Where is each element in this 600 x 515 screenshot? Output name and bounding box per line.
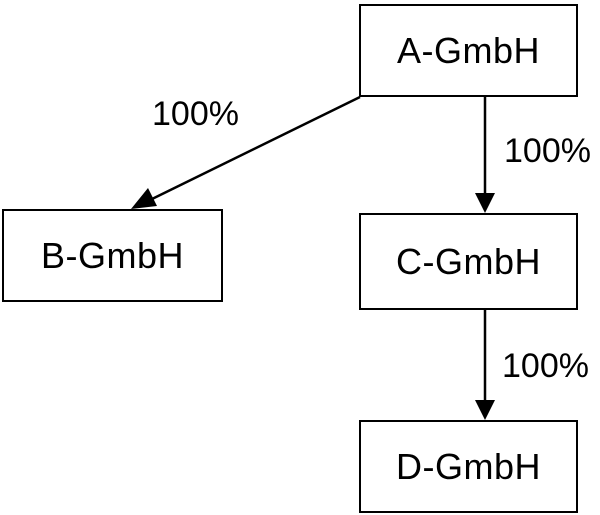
- node-d-label: D-GmbH: [396, 445, 541, 487]
- edge-a-to-b: [149, 95, 361, 202]
- node-a-label: A-GmbH: [396, 29, 540, 71]
- node-c-label: C-GmbH: [396, 240, 541, 282]
- arrowhead-a-to-b: [131, 188, 157, 209]
- node-a-gmbh: A-GmbH: [359, 4, 578, 97]
- node-b-label: B-GmbH: [40, 234, 184, 276]
- edge-label-a-to-b: 100%: [152, 95, 239, 133]
- node-c-gmbh: C-GmbH: [359, 213, 578, 310]
- node-d-gmbh: D-GmbH: [359, 420, 578, 513]
- edge-label-c-to-d: 100%: [502, 347, 589, 385]
- edge-label-a-to-c: 100%: [504, 132, 591, 170]
- arrowhead-a-to-c: [475, 193, 495, 213]
- node-b-gmbh: B-GmbH: [2, 209, 223, 302]
- arrowhead-c-to-d: [475, 400, 495, 420]
